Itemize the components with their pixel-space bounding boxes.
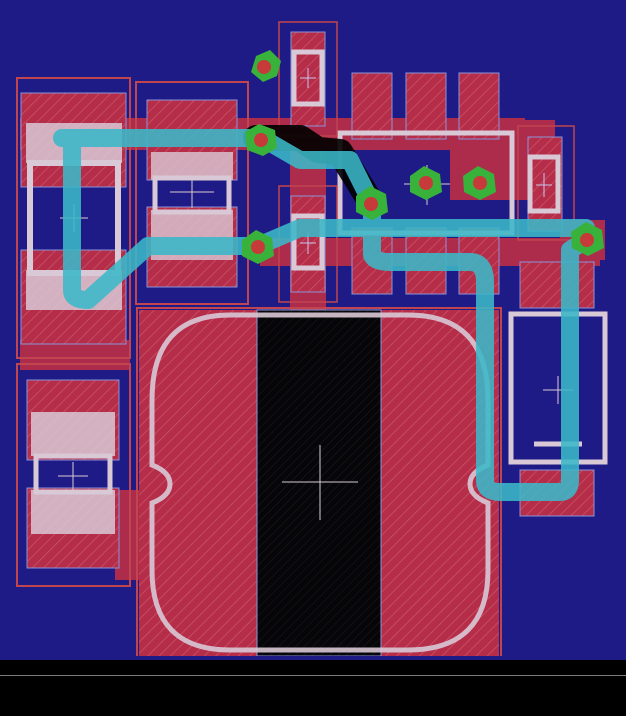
component-R1[interactable]	[278, 21, 338, 137]
component-R3[interactable]	[517, 125, 575, 241]
via-2	[245, 124, 277, 156]
trace-net-5	[363, 195, 595, 501]
via-3	[356, 186, 388, 220]
component-L1[interactable]	[136, 307, 502, 659]
status-strip	[0, 660, 626, 716]
component-C1[interactable]	[16, 363, 131, 587]
status-divider	[0, 675, 626, 676]
via-7	[571, 222, 604, 256]
board-edge	[0, 656, 626, 660]
trace-net-2	[63, 129, 267, 309]
via-1	[251, 50, 281, 82]
via-6	[463, 166, 496, 200]
vias[interactable]	[242, 50, 604, 264]
pcb-viewport[interactable]	[0, 0, 626, 660]
via-5	[410, 166, 442, 200]
component-C2[interactable]	[135, 81, 249, 305]
via-4	[242, 230, 274, 264]
trace-net-3	[253, 129, 381, 213]
